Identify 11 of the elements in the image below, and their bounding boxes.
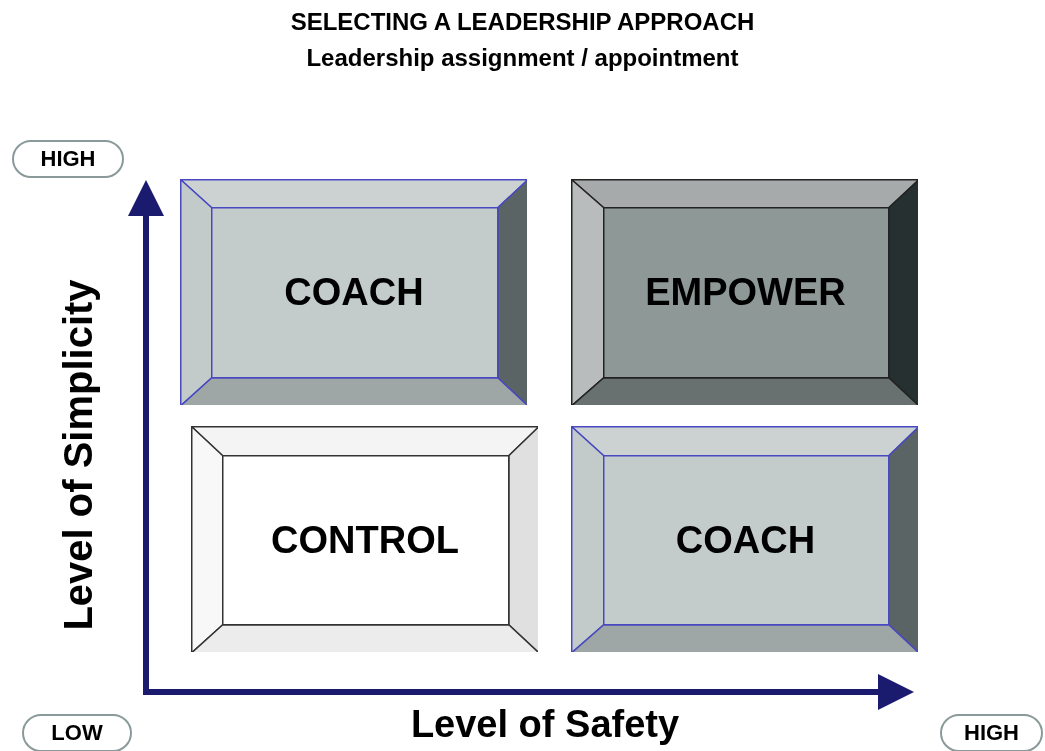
- quadrant-label: COACH: [284, 270, 424, 314]
- axis-label: Level of Simplicity: [55, 279, 101, 631]
- quadrant-label: CONTROL: [271, 518, 459, 561]
- scale-label: HIGH: [12, 140, 124, 178]
- scale-label: LOW: [22, 714, 132, 751]
- axis-label: Level of Safety: [410, 703, 680, 745]
- scale-label: HIGH: [940, 714, 1043, 751]
- title: SELECTING A LEADERSHIP APPROACH: [289, 8, 756, 36]
- quadrant-label: COACH: [675, 518, 816, 561]
- subtitle: Leadership assignment / appointment: [305, 44, 740, 72]
- quadrant-label: EMPOWER: [645, 270, 846, 314]
